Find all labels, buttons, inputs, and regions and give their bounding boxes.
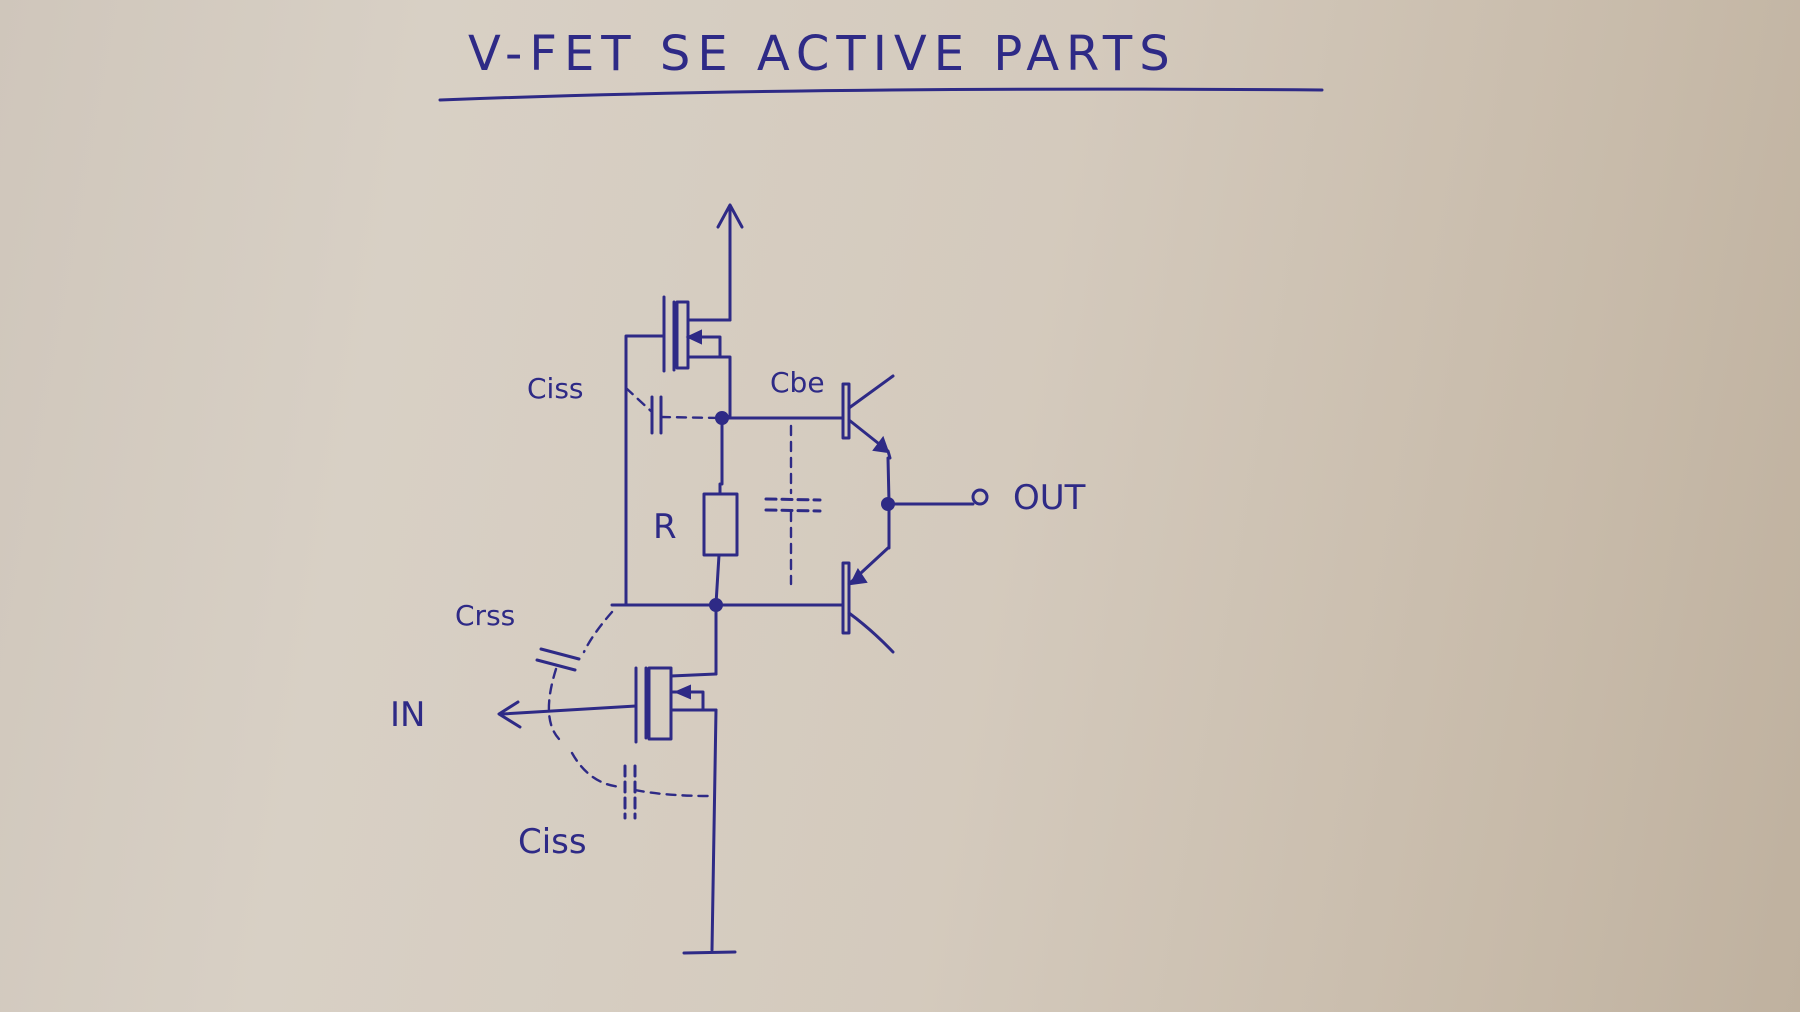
lower-bjt — [841, 546, 895, 654]
page-title: V-FET SE ACTIVE PARTS — [468, 26, 1177, 82]
ciss-bottom-label: Ciss — [518, 822, 587, 862]
upper-mosfet — [624, 295, 732, 607]
arrow-up-icon — [716, 203, 744, 322]
crss-capacitor — [535, 610, 614, 742]
title-underline — [438, 87, 1324, 102]
cbe-capacitor — [764, 424, 822, 586]
ciss-top-label: Ciss — [527, 372, 584, 405]
lower-mosfet — [634, 666, 718, 744]
output-label: OUT — [1013, 478, 1086, 518]
output-terminal[interactable] — [971, 488, 989, 506]
crss-label: Crss — [455, 599, 515, 632]
ciss-bottom-capacitor — [570, 751, 712, 820]
ground-icon — [682, 950, 737, 955]
arrow-left-icon — [497, 700, 522, 729]
cbe-label: Cbe — [770, 366, 825, 399]
resistor — [702, 482, 739, 606]
resistor-label: R — [653, 507, 677, 547]
upper-bjt — [841, 374, 895, 460]
ciss-top-capacitor — [624, 386, 724, 435]
input-label: IN — [390, 695, 425, 735]
